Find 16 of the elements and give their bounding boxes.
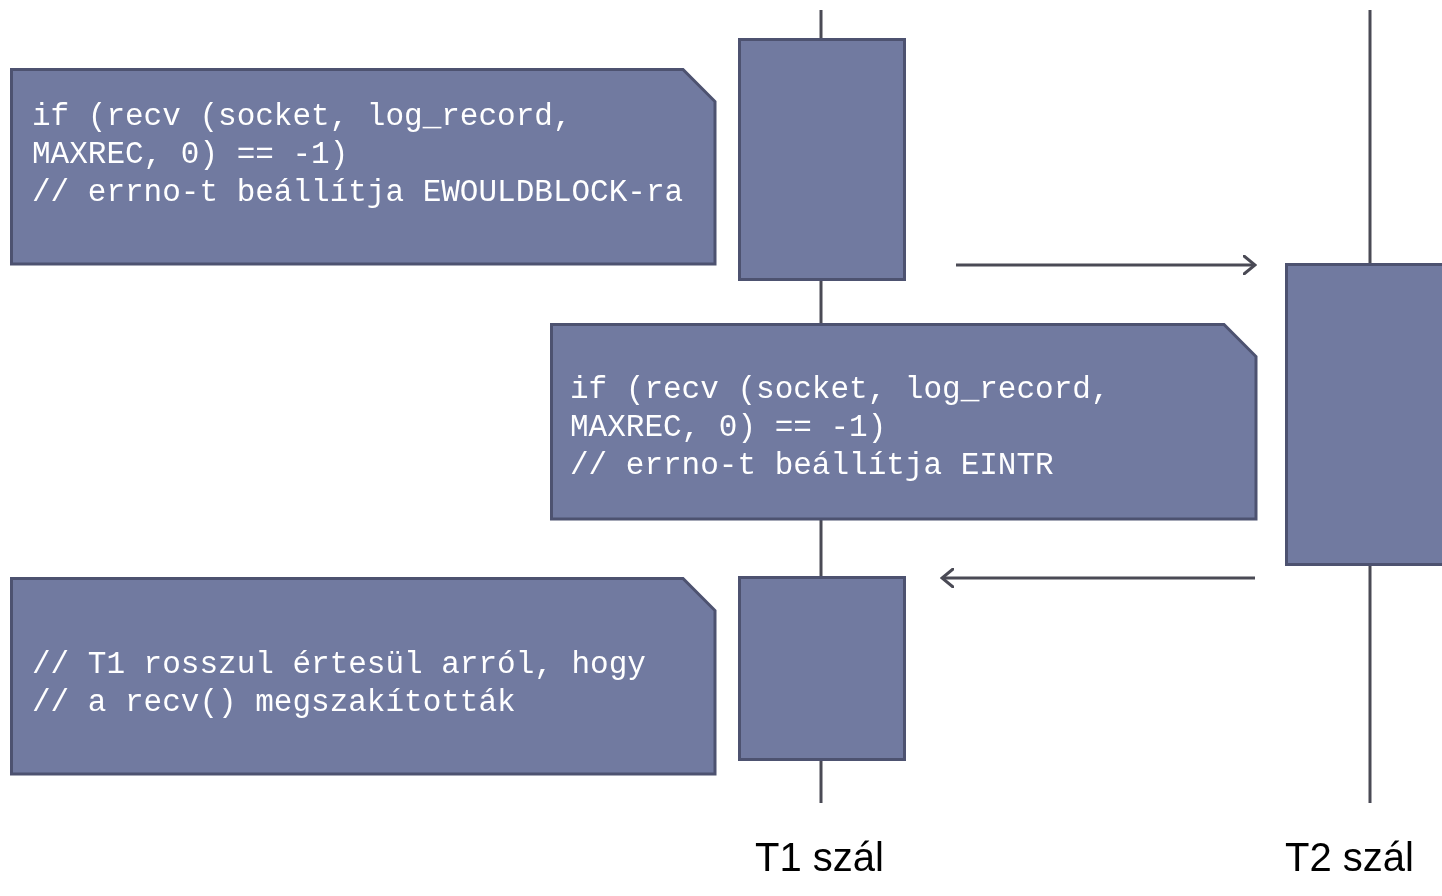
code-comment: // T1 rosszul értesül arról, hogy	[32, 646, 647, 684]
code-text: if (recv (socket, log_record, MAXREC, 0) == -1)	[32, 98, 573, 174]
arrow	[940, 567, 1255, 589]
code-comment: // errno-t beállítja EWOULDBLOCK-ra	[32, 174, 685, 212]
activation-box	[738, 38, 906, 281]
code-text: if (recv (socket, log_record, MAXREC, 0) == -1)	[570, 371, 1111, 447]
activation-box	[738, 576, 906, 761]
code-comment: // errno-t beállítja EINTR	[570, 447, 1055, 485]
note-box	[10, 68, 717, 266]
arrow	[956, 254, 1257, 276]
activation-box	[1285, 263, 1442, 566]
note-box	[10, 577, 717, 776]
note-box	[550, 323, 1258, 521]
thread-label: T1 szál	[755, 835, 884, 880]
thread-label: T2 szál	[1285, 835, 1414, 880]
code-comment: // a recv() megszakították	[32, 684, 517, 722]
